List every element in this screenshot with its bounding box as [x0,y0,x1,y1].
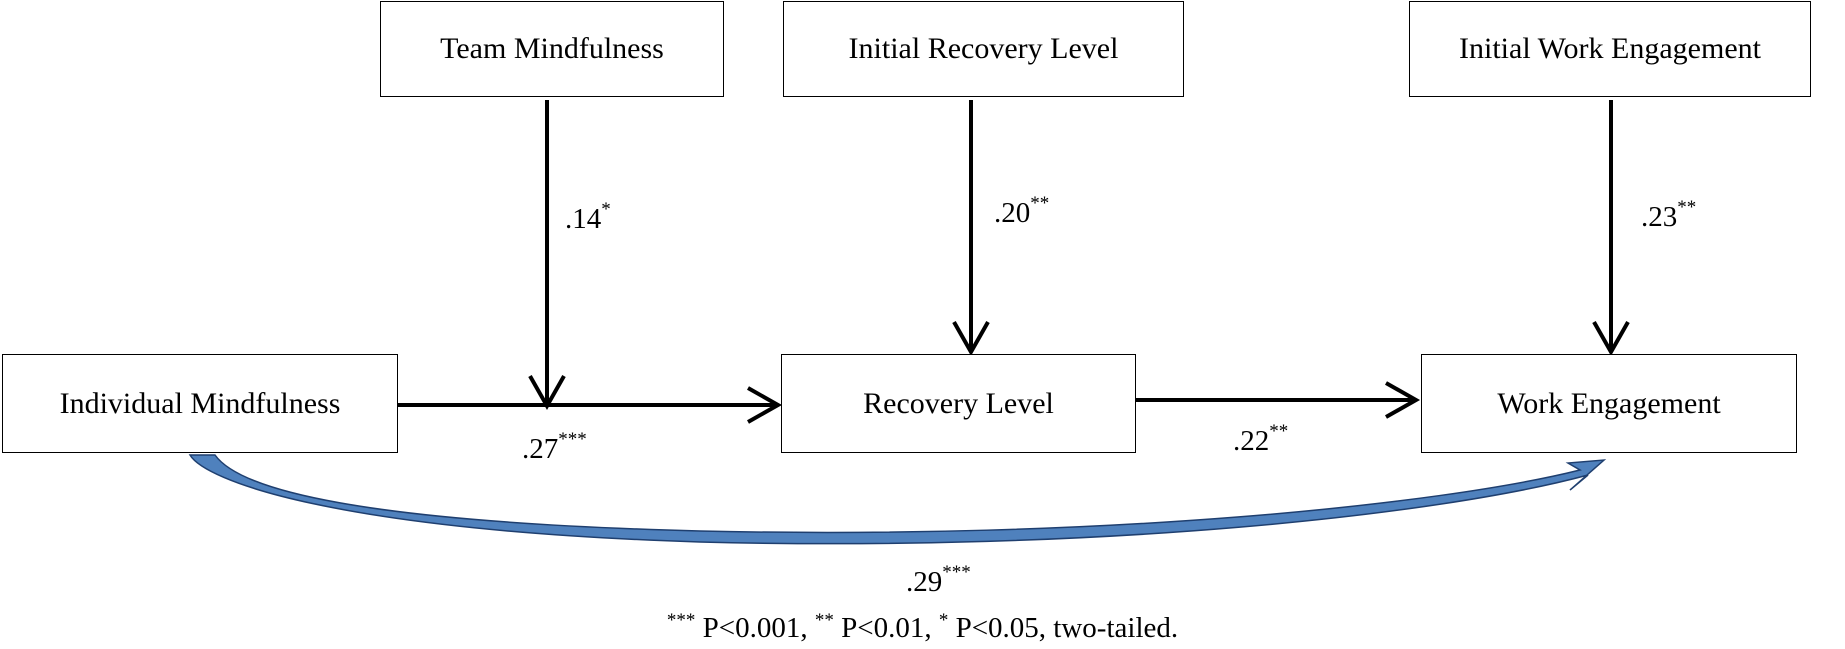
node-team-mindfulness: Team Mindfulness [380,1,724,97]
node-initial-recovery-level: Initial Recovery Level [783,1,1184,97]
coef-mindfulness-to-engagement: .29*** [906,562,971,598]
node-work-engagement: Work Engagement [1421,354,1797,453]
node-label: Individual Mindfulness [59,386,341,420]
node-initial-work-engagement: Initial Work Engagement [1409,1,1811,97]
node-label: Initial Recovery Level [848,32,1119,65]
coef-recovery-to-engagement: .22** [1233,421,1289,457]
node-label: Recovery Level [863,386,1054,420]
node-label: Initial Work Engagement [1459,32,1761,65]
recovery-to-engagement-arrow-head [1385,381,1421,419]
node-label: Work Engagement [1497,386,1721,420]
initial-recovery-arrow-head [952,321,990,357]
node-recovery-level: Recovery Level [781,354,1136,453]
node-individual-mindfulness: Individual Mindfulness [2,354,398,453]
coef-mindfulness-to-recovery: .27*** [522,429,587,465]
node-label: Team Mindfulness [440,32,664,65]
mindfulness-to-recovery-arrow-head [747,386,783,424]
significance-note: *** P<0.001, ** P<0.01, * P<0.05, two-ta… [666,610,1179,644]
coef-initial-engagement: .23** [1641,197,1697,233]
initial-engagement-arrow-head [1592,321,1630,357]
coef-team-moderation: .14* [565,199,611,235]
direct-effect-curved-arrow [188,454,1607,545]
coef-initial-recovery: .20** [994,193,1050,229]
